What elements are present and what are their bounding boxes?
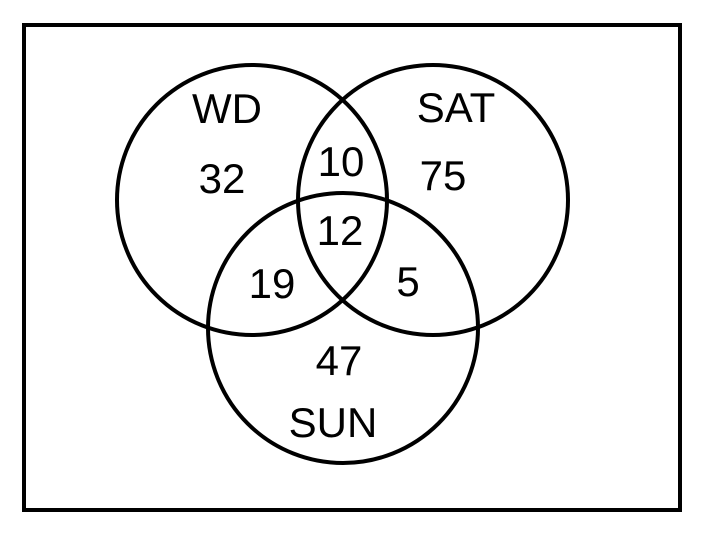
sat-sun-overlap-count-label: 5 <box>396 258 420 305</box>
wd-set-label: WD <box>192 85 262 132</box>
sun-circle <box>206 191 480 465</box>
sat-count-label: 75 <box>419 152 467 199</box>
sat-set-label: SAT <box>416 84 496 131</box>
wd-sat-sun-overlap-count-label: 12 <box>316 207 364 254</box>
wd-sat-overlap-count-label: 10 <box>317 138 365 185</box>
wd-sun-overlap-count-label: 19 <box>248 260 296 307</box>
universe-frame <box>22 23 682 512</box>
wd-count-label: 32 <box>198 155 246 202</box>
sun-set-label: SUN <box>288 399 378 446</box>
sun-count-label: 47 <box>315 337 363 384</box>
